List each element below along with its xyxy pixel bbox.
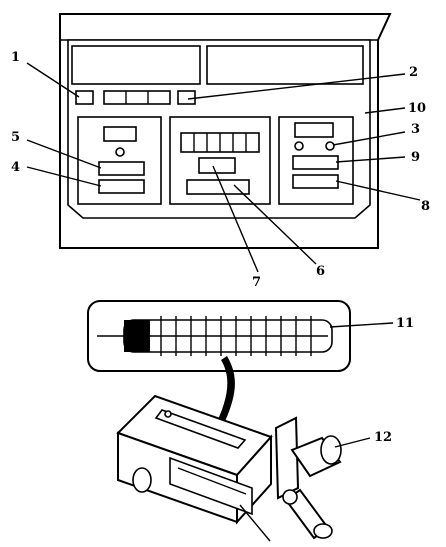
leader-6 — [233, 184, 317, 265]
indicator-strip — [103, 90, 171, 105]
mount-bracket — [274, 416, 300, 500]
scale-fill — [124, 320, 150, 352]
right-knob-b — [325, 141, 335, 151]
callout-10: 10 — [408, 101, 426, 116]
spindle-end — [313, 523, 333, 539]
cylinder-end — [320, 435, 342, 465]
sensor-device — [116, 394, 342, 540]
right-module-display — [294, 122, 334, 138]
leader-3 — [332, 131, 406, 146]
rail-line — [177, 467, 247, 495]
leader-13 — [239, 504, 271, 542]
left-display-window — [71, 45, 201, 85]
callout-3: 3 — [411, 122, 420, 137]
callout-8: 8 — [421, 199, 430, 214]
leader-11 — [329, 322, 394, 328]
callout-7: 7 — [252, 275, 261, 290]
left-knob — [132, 467, 152, 493]
left-module-switch-5 — [98, 161, 145, 176]
connector-arrow — [214, 356, 235, 428]
device-rail — [169, 456, 253, 516]
center-wide-button — [186, 179, 250, 195]
callout-9: 9 — [411, 150, 420, 165]
indicator-2 — [177, 90, 196, 105]
callout-6: 6 — [316, 264, 325, 279]
leader-10 — [364, 107, 406, 114]
callout-11: 11 — [396, 316, 414, 331]
leader-5 — [26, 139, 102, 169]
right-knob-a — [294, 141, 304, 151]
indicator-1 — [75, 90, 94, 105]
callout-12: 12 — [374, 430, 392, 445]
left-module-display — [103, 126, 137, 142]
left-module-knob — [115, 147, 125, 157]
scale-ticks — [160, 316, 312, 356]
spindle-collar — [282, 489, 298, 505]
callout-2: 2 — [409, 65, 418, 80]
leader-1 — [26, 62, 80, 98]
right-display-window — [206, 45, 364, 85]
leader-9 — [335, 156, 406, 163]
right-module-switch-8 — [292, 174, 339, 189]
leader-12 — [334, 437, 371, 448]
control-unit — [59, 13, 392, 249]
callout-4: 4 — [11, 160, 20, 175]
graduated-scale — [87, 300, 351, 428]
callout-5: 5 — [11, 130, 20, 145]
device-slot — [154, 409, 247, 449]
device-screw — [164, 410, 172, 418]
center-button — [198, 157, 236, 174]
leader-8 — [335, 180, 421, 201]
leader-2 — [187, 73, 406, 100]
left-module-switch-4 — [98, 179, 145, 194]
callout-labels: 1 2 3 4 5 6 7 8 9 10 11 12 — [11, 50, 430, 445]
leader-lines — [26, 62, 421, 542]
callout-1: 1 — [11, 50, 20, 65]
leader-7 — [212, 165, 259, 273]
right-module-switch-9 — [292, 155, 339, 170]
leader-4 — [26, 166, 102, 187]
